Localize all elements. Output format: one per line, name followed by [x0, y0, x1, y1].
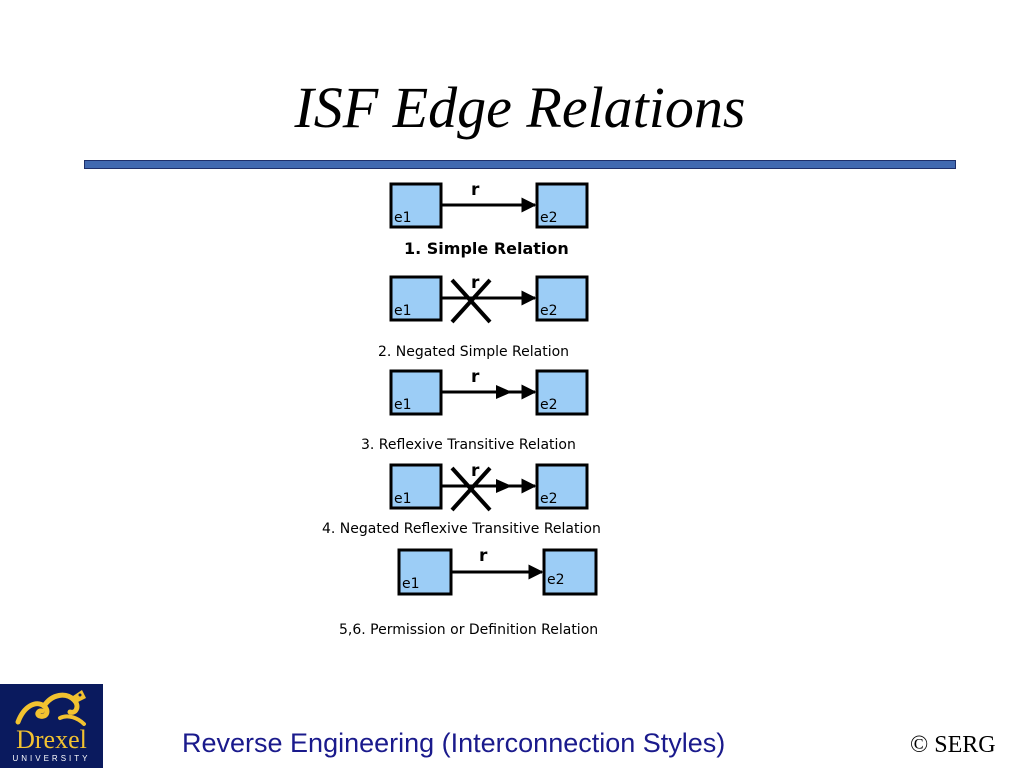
relation-2-target-label: e2	[540, 303, 558, 319]
footer-copyright: © SERG	[910, 732, 996, 758]
relation-2-target-box	[535, 275, 589, 322]
relation-4: e1 e2 r 4. Negated Reflexive Transitive …	[322, 461, 601, 537]
relation-3-source-label: e1	[394, 397, 412, 413]
relation-4-target-box	[535, 463, 589, 510]
relation-5-target-box	[542, 548, 598, 596]
relation-2-edge-label: r	[471, 273, 480, 293]
relation-4-caption: 4. Negated Reflexive Transitive Relation	[322, 521, 601, 537]
logo-text: Drexel	[16, 725, 87, 754]
relation-5-source-label: e1	[402, 576, 420, 592]
relation-2-source-label: e1	[394, 303, 412, 319]
relation-4-target-label: e2	[540, 491, 558, 507]
relation-2-source-box	[389, 275, 443, 322]
relation-1-target-label: e2	[540, 210, 558, 226]
footer-title: Reverse Engineering (Interconnection Sty…	[182, 728, 726, 758]
drexel-logo: Drexel UNIVERSITY	[0, 684, 103, 768]
relations-diagram: e1 e2 r 1. Simple Relation e1 e2 r 2. Ne…	[322, 180, 601, 638]
relation-5: e1 e2 r 5,6. Permission or Definition Re…	[339, 546, 598, 638]
relation-3-caption: 3. Reflexive Transitive Relation	[361, 437, 576, 453]
relation-3-transitive-head	[496, 385, 512, 399]
relation-1-source-label: e1	[394, 210, 412, 226]
relation-3-target-label: e2	[540, 397, 558, 413]
relation-5-edge-label: r	[479, 546, 488, 566]
relation-3-edge-label: r	[471, 367, 480, 387]
relation-2: e1 e2 r 2. Negated Simple Relation	[378, 273, 589, 360]
title-rule	[84, 160, 956, 169]
relation-5-target-label: e2	[547, 572, 565, 588]
logo-subtext: UNIVERSITY	[12, 754, 91, 763]
relation-1-caption: 1. Simple Relation	[404, 239, 569, 258]
relation-4-negation-cross-b	[450, 466, 492, 512]
relation-1: e1 e2 r 1. Simple Relation	[389, 180, 589, 258]
relation-3-target-box	[535, 369, 589, 416]
relation-2-caption: 2. Negated Simple Relation	[378, 344, 569, 360]
slide-title: ISF Edge Relations	[294, 75, 746, 140]
relation-1-source-box	[389, 182, 443, 229]
relation-1-edge-label: r	[471, 180, 480, 200]
relation-5-caption: 5,6. Permission or Definition Relation	[339, 622, 598, 638]
relation-2-negation-cross-b	[450, 278, 492, 324]
relation-3: e1 e2 r 3. Reflexive Transitive Relation	[361, 367, 589, 453]
relation-1-target-box	[535, 182, 589, 229]
relation-4-source-label: e1	[394, 491, 412, 507]
dragon-icon	[15, 690, 86, 726]
relation-4-transitive-head	[496, 479, 512, 493]
relation-4-edge-label: r	[471, 461, 480, 481]
relation-5-source-box	[397, 548, 453, 596]
